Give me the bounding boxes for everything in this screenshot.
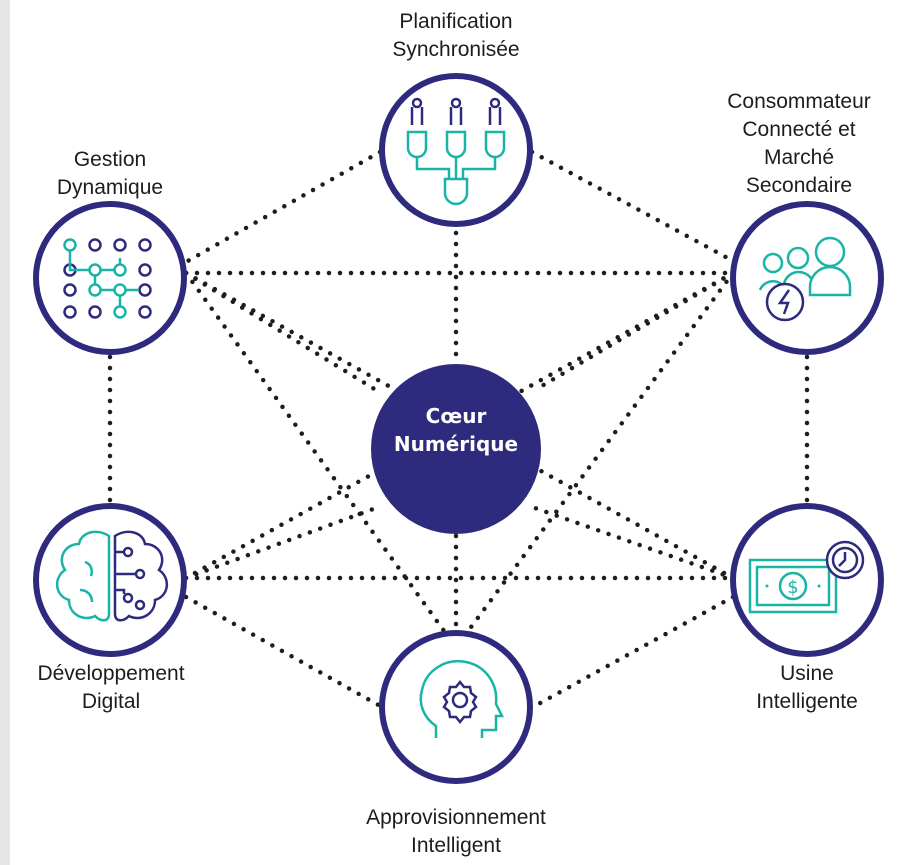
dot-grid-network-icon xyxy=(63,238,152,319)
node-circle xyxy=(33,201,187,355)
logic-gates-icon xyxy=(406,97,506,206)
dotted-connectors xyxy=(107,149,810,710)
node-supply[interactable] xyxy=(379,630,533,784)
node-dynamic[interactable] xyxy=(33,201,187,355)
svg-text:$: $ xyxy=(787,577,798,598)
node-circle xyxy=(730,503,884,657)
left-border-strip xyxy=(0,0,10,865)
development-label: Développement Digital xyxy=(37,662,185,713)
node-planning[interactable] xyxy=(379,73,533,227)
head-gear-icon xyxy=(419,660,505,738)
center-core-circle xyxy=(371,364,541,534)
planning-label: Planification Synchronisée xyxy=(392,10,520,61)
node-circle xyxy=(379,73,533,227)
dynamic-label: Gestion Dynamique xyxy=(56,148,164,199)
people-lightning-icon xyxy=(758,236,852,322)
node-consumer[interactable] xyxy=(730,201,884,355)
brain-circuit-icon xyxy=(56,530,168,622)
node-factory[interactable]: $ xyxy=(730,503,884,657)
node-circle xyxy=(730,201,884,355)
supply-label: Approvisionnement Intelligent xyxy=(366,806,546,857)
money-clock-icon: $ xyxy=(748,540,865,614)
consumer-label: Consommateur Connecté et Marché Secondai… xyxy=(727,90,871,197)
factory-label: Usine Intelligente xyxy=(756,662,858,713)
center-core-label: Cœur Numérique xyxy=(393,404,519,456)
node-development[interactable] xyxy=(33,503,187,657)
